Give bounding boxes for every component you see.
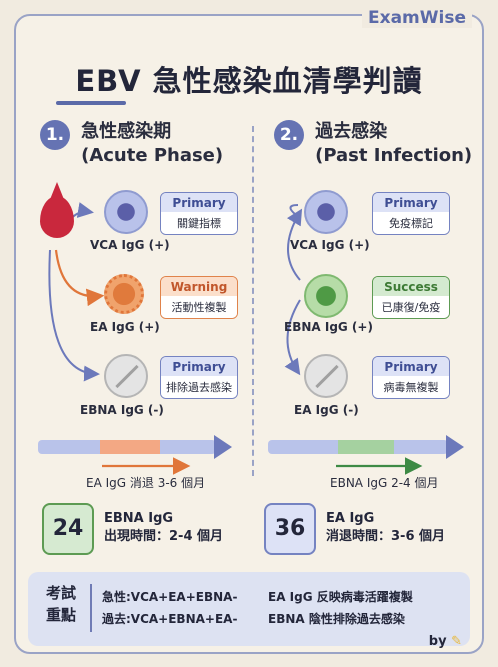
ebna-cell-icon (304, 274, 348, 318)
past-ea-label: EA IgG (-) (294, 403, 359, 417)
hand-icon: ✎ (451, 634, 462, 649)
byline: by ✎ (429, 634, 462, 649)
badge-text: 活動性複製 (161, 296, 237, 318)
past-timeline-label: EBNA IgG 2-4 個月 (330, 476, 439, 490)
acute-heading-en: (Acute Phase) (81, 145, 224, 166)
past-number: 2. (274, 120, 304, 150)
stat-line2: 消退時間：3-6 個月 (326, 529, 446, 544)
stat-line1: EBNA IgG (104, 511, 174, 526)
virus-icon (104, 274, 144, 314)
badge-type: Primary (373, 193, 449, 212)
past-ebna-badge: Success 已康復/免疫 (372, 276, 450, 319)
timeline-arrow-icon (214, 435, 232, 459)
footer-row1-right: EA IgG 反映病毒活躍複製 (268, 590, 413, 604)
acute-ea-badge: Warning 活動性複製 (160, 276, 238, 319)
acute-ebna-label: EBNA IgG (-) (80, 403, 164, 417)
badge-text: 已康復/免疫 (373, 296, 449, 318)
byline-text: by (428, 634, 447, 649)
footer-separator (90, 584, 92, 632)
negative-cell-icon (304, 354, 348, 398)
brand-logo: ExamWise (362, 8, 472, 28)
acute-timeline-label: EA IgG 消退 3-6 個月 (86, 476, 206, 490)
past-ebna-label: EBNA IgG (+) (284, 320, 373, 334)
past-timeline-highlight (338, 440, 394, 454)
badge-type: Primary (373, 357, 449, 376)
badge-text: 排除過去感染 (161, 376, 237, 398)
page-title: EBV 急性感染血清學判讀 (75, 64, 423, 98)
vca-cell-icon (104, 190, 148, 234)
badge-text: 病毒無複製 (373, 376, 449, 398)
acute-timeline-bar (38, 440, 216, 454)
badge-type: Warning (161, 277, 237, 296)
acute-ea-label: EA IgG (+) (90, 320, 160, 334)
acute-vca-label: VCA IgG (+) (90, 238, 170, 252)
column-divider (252, 126, 254, 476)
stat-line2: 出現時間：2-4 個月 (104, 529, 224, 544)
acute-heading: 急性感染期 (81, 121, 172, 142)
badge-type: Primary (161, 357, 237, 376)
past-ea-badge: Primary 病毒無複製 (372, 356, 450, 399)
footer-row2-left: 過去:VCA+EBNA+EA- (102, 612, 238, 626)
stat-box-ebna: 24 (42, 503, 94, 555)
timeline-arrow-icon (446, 435, 464, 459)
acute-vca-badge: Primary 關鍵指標 (160, 192, 238, 235)
stat-box-ea: 36 (264, 503, 316, 555)
footer-row1-left: 急性:VCA+EA+EBNA- (102, 590, 238, 604)
stat-text-ea: EA IgG 消退時間：3-6 個月 (326, 510, 445, 546)
past-timeline-bar (268, 440, 448, 454)
badge-type: Success (373, 277, 449, 296)
stat-line1: EA IgG (326, 511, 375, 526)
past-vca-label: VCA IgG (+) (290, 238, 370, 252)
title-underline (56, 101, 126, 105)
acute-number: 1. (40, 120, 70, 150)
exam-key-points: 考試重點 急性:VCA+EA+EBNA- EA IgG 反映病毒活躍複製 過去:… (28, 572, 470, 646)
past-heading-en: (Past Infection) (315, 145, 473, 166)
badge-text: 免疫標記 (373, 212, 449, 234)
footer-title: 考試重點 (46, 584, 77, 624)
badge-type: Primary (161, 193, 237, 212)
acute-ebna-badge: Primary 排除過去感染 (160, 356, 238, 399)
blood-drop-icon (40, 196, 74, 238)
vca-cell-icon (304, 190, 348, 234)
past-header: 2. 過去感染 (Past Infection) (274, 120, 472, 168)
acute-timeline-highlight (100, 440, 160, 454)
negative-cell-icon (104, 354, 148, 398)
footer-row2-right: EBNA 陰性排除過去感染 (268, 612, 405, 626)
badge-text: 關鍵指標 (161, 212, 237, 234)
past-vca-badge: Primary 免疫標記 (372, 192, 450, 235)
acute-header: 1. 急性感染期 (Acute Phase) (40, 120, 223, 168)
past-heading: 過去感染 (315, 121, 388, 142)
stat-text-ebna: EBNA IgG 出現時間：2-4 個月 (104, 510, 223, 546)
